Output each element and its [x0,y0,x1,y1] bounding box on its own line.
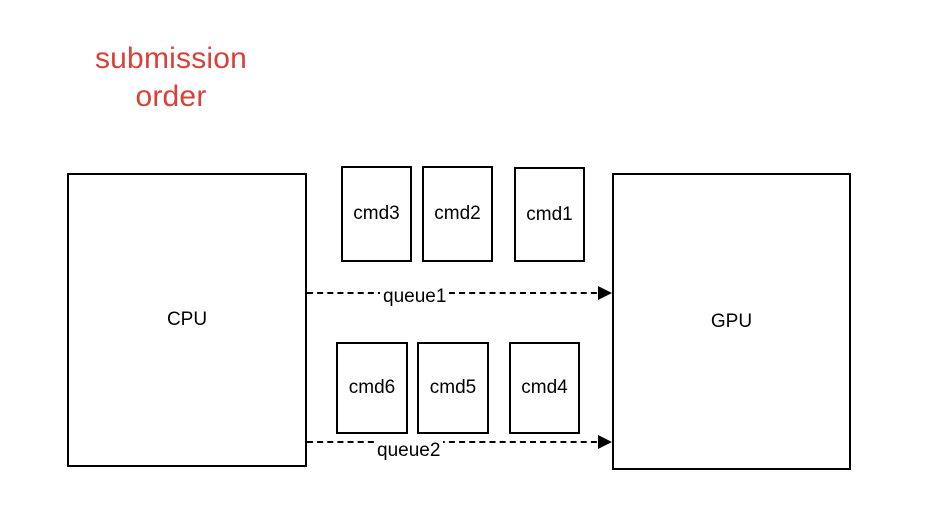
queue2-line [307,441,607,443]
command-box-cmd3: cmd3 [341,166,412,262]
title-line-1: submission [94,42,248,75]
command-box-cmd6: cmd6 [336,342,408,434]
command-box-cmd4: cmd4 [509,342,580,434]
command-label: cmd2 [434,203,481,224]
command-label: cmd3 [353,203,400,224]
queue2-arrowhead-icon [598,435,612,449]
cpu-label: CPU [166,309,208,330]
command-label: cmd1 [526,203,573,225]
queue1-arrowhead-icon [598,286,612,300]
queue2-label: queue2 [374,440,444,462]
title-line-2: order [135,80,207,113]
queue1-line [307,292,607,294]
gpu-node: GPU [612,173,851,470]
cpu-node: CPU [67,173,307,467]
command-label: cmd6 [348,377,396,398]
queue1-label: queue1 [380,286,450,308]
diagram-title: submission order [40,40,302,116]
command-label: cmd4 [521,377,568,398]
command-label: cmd5 [429,377,477,398]
gpu-label: GPU [710,310,753,332]
command-box-cmd5: cmd5 [417,342,489,434]
command-box-cmd1: cmd1 [514,167,585,262]
command-box-cmd2: cmd2 [422,166,493,262]
